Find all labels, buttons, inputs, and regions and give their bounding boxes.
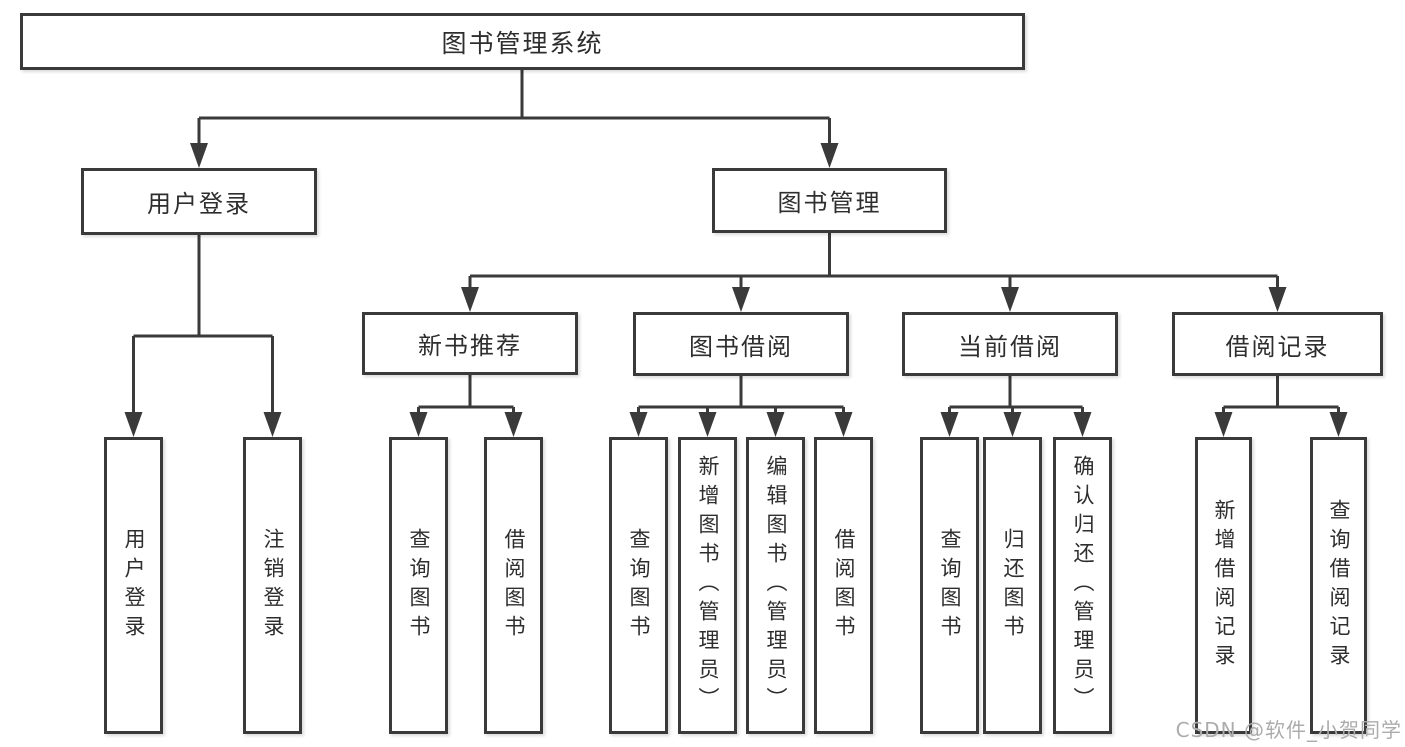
arrowhead-icon: [461, 287, 479, 312]
arrowhead-icon: [263, 412, 282, 437]
node-label: 图书管理系统: [441, 28, 604, 58]
node-book-management: 图书管理: [712, 168, 947, 233]
node-label: 图书管理: [777, 189, 882, 217]
leaf-borrow-book: 借阅图书: [814, 437, 873, 734]
leaf-label: 新增图书（管理员）: [696, 455, 720, 716]
node-label: 当前借阅: [958, 332, 1062, 361]
leaf-label: 用户登录: [122, 527, 146, 644]
leaf-add-borrow-record: 新增借阅记录: [1195, 437, 1252, 734]
leaf-label: 查询图书: [627, 527, 651, 644]
node-label: 新书推荐: [418, 332, 522, 360]
arrowhead-icon: [766, 412, 785, 437]
node-borrow-record: 借阅记录: [1172, 312, 1383, 376]
leaf-label: 编辑图书（管理员）: [764, 455, 788, 716]
node-new-book-recommend: 新书推荐: [362, 312, 578, 375]
arrowhead-icon: [1001, 287, 1019, 312]
arrowhead-icon: [698, 412, 717, 437]
node-user-login: 用户登录: [81, 168, 317, 235]
node-current-borrow: 当前借阅: [902, 312, 1118, 376]
leaf-query-book-newbook: 查询图书: [389, 437, 448, 734]
node-label: 借阅记录: [1225, 332, 1330, 361]
arrowhead-icon: [409, 412, 428, 437]
leaf-query-borrow-record: 查询借阅记录: [1310, 437, 1367, 734]
leaf-label: 查询图书: [938, 527, 962, 644]
leaf-label: 确认归还（管理员）: [1071, 455, 1095, 716]
node-book-borrow: 图书借阅: [633, 312, 849, 376]
arrowheads: [124, 143, 1348, 437]
arrowhead-icon: [820, 143, 839, 168]
arrowhead-icon: [1003, 412, 1022, 437]
watermark-text: CSDN @软件_小贺同学: [1175, 718, 1402, 742]
arrowhead-icon: [504, 412, 523, 437]
node-label: 用户登录: [147, 190, 251, 218]
leaf-query-book-borrow: 查询图书: [609, 437, 668, 734]
leaf-label: 查询图书: [407, 527, 431, 644]
node-label: 图书借阅: [689, 332, 793, 361]
arrowhead-icon: [940, 412, 959, 437]
leaf-user-login: 用户登录: [104, 437, 163, 734]
leaf-query-book-current: 查询图书: [920, 437, 979, 734]
leaf-label: 借阅图书: [832, 527, 856, 644]
leaf-label: 查询借阅记录: [1327, 498, 1351, 673]
node-root-system: 图书管理系统: [20, 13, 1025, 70]
tree-edges: [132, 70, 1340, 414]
arrowhead-icon: [124, 412, 143, 437]
arrowhead-icon: [1214, 412, 1233, 437]
leaf-return-book: 归还图书: [983, 437, 1042, 734]
leaf-label: 新增借阅记录: [1212, 498, 1236, 673]
leaf-label: 借阅图书: [502, 527, 526, 644]
arrowhead-icon: [1073, 412, 1092, 437]
leaf-add-book-admin: 新增图书（管理员）: [678, 437, 737, 734]
arrowhead-icon: [1329, 412, 1348, 437]
arrowhead-icon: [834, 412, 853, 437]
arrowhead-icon: [1268, 287, 1287, 312]
arrowhead-icon: [629, 412, 648, 437]
leaf-borrow-book-newbook: 借阅图书: [484, 437, 543, 734]
leaf-confirm-return-admin: 确认归还（管理员）: [1053, 437, 1112, 734]
arrowhead-icon: [732, 287, 750, 312]
leaf-label: 归还图书: [1001, 527, 1025, 644]
leaf-label: 注销登录: [261, 527, 285, 644]
arrowhead-icon: [190, 143, 208, 168]
leaf-logout: 注销登录: [243, 437, 302, 734]
leaf-edit-book-admin: 编辑图书（管理员）: [746, 437, 805, 734]
